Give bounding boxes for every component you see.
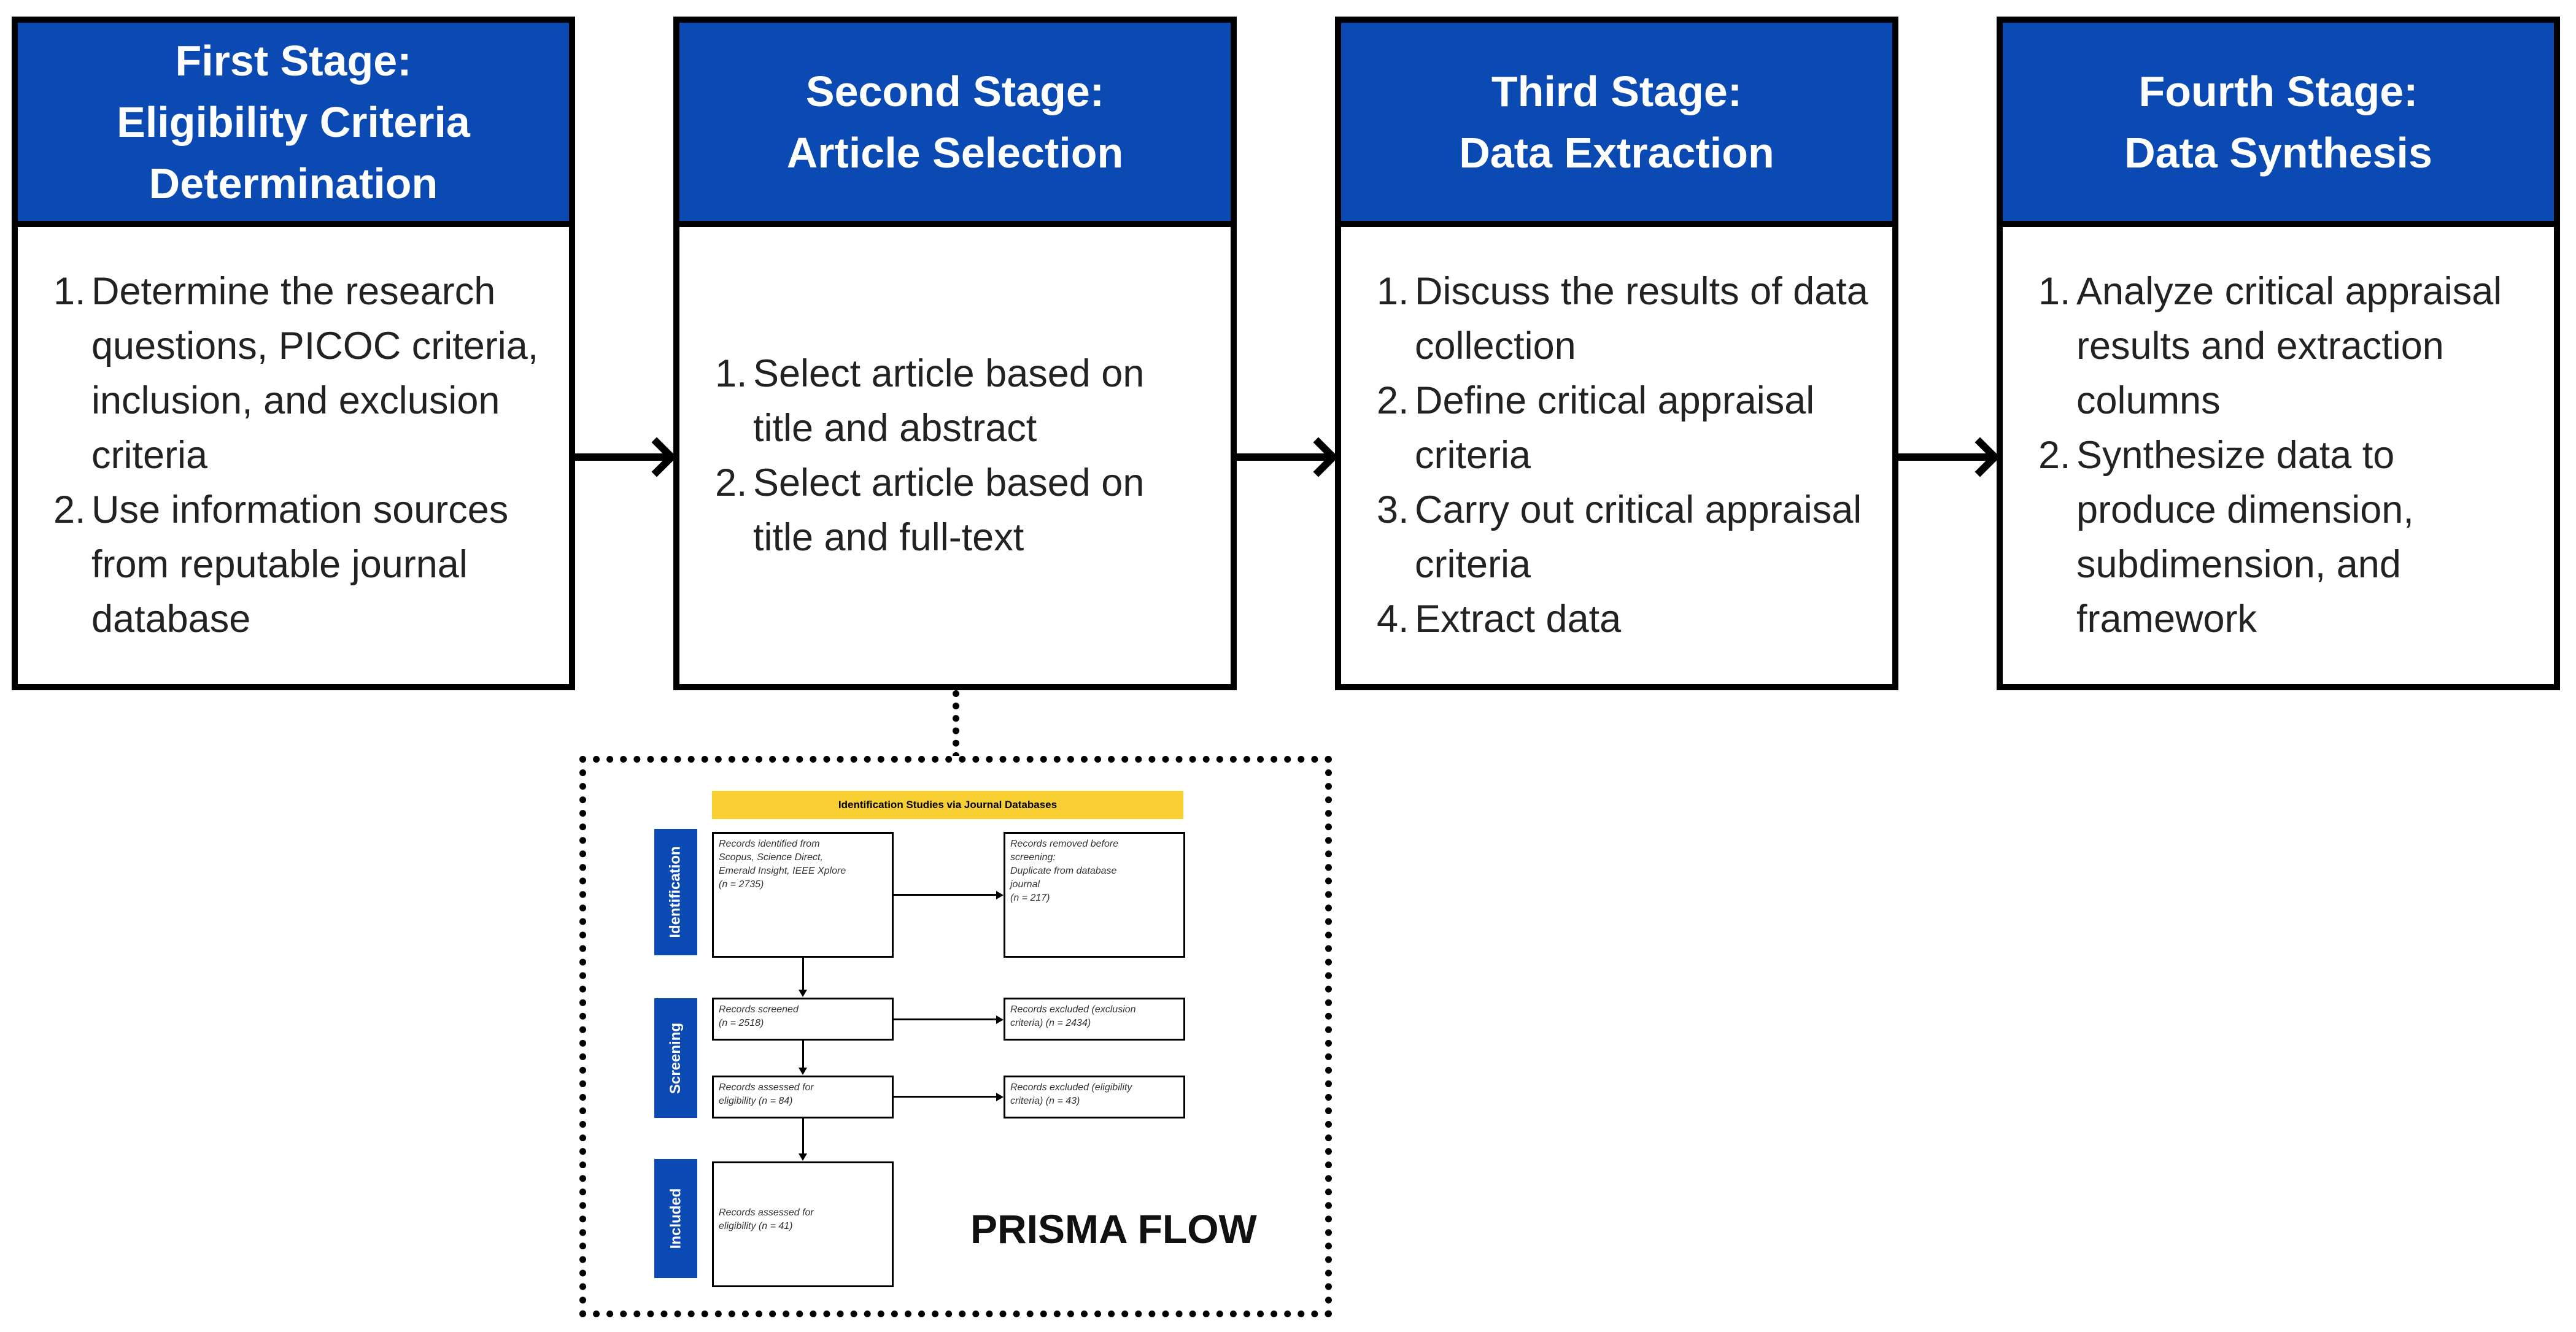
step-list: 1.Select article based on title and abst…: [715, 347, 1213, 565]
step-text: Extract data: [1415, 598, 1622, 641]
step-text: Define critical appraisal criteria: [1415, 379, 1815, 477]
dotted-connector: [953, 690, 959, 759]
stage-body: 1.Select article based on title and abst…: [679, 227, 1231, 684]
step-text: Use information sources from reputable j…: [91, 488, 509, 641]
step-item: 1.Discuss the results of data collection: [1377, 264, 1875, 374]
phase-label-identification: Identification: [654, 829, 697, 955]
prisma-banner: Identification Studies via Journal Datab…: [712, 791, 1183, 819]
arrow-right-icon: [996, 1093, 1004, 1101]
step-number: 4.: [1377, 598, 1409, 641]
stage-header: Second Stage: Article Selection: [679, 23, 1231, 227]
step-item: 2.Define critical appraisal criteria: [1377, 374, 1875, 483]
phase-text: Included: [667, 1188, 684, 1249]
stage-title: Fourth Stage: Data Synthesis: [2124, 67, 2432, 177]
step-list: 1.Analyze critical appraisal results and…: [2038, 264, 2537, 647]
step-text: Analyze critical appraisal results and e…: [2076, 270, 2502, 422]
step-number: 1.: [53, 270, 86, 313]
records-screened-box: Records screened (n = 2518): [712, 998, 894, 1041]
step-item: 1.Select article based on title and abst…: [715, 347, 1213, 456]
step-item: 1.Determine the research questions, PICO…: [53, 264, 552, 483]
step-item: 3.Carry out critical appraisal criteria: [1377, 483, 1875, 592]
phase-text: Screening: [667, 1022, 684, 1094]
arrow-down-icon: [799, 1153, 807, 1161]
stage-card-second: Second Stage: Article Selection 1.Select…: [673, 17, 1237, 690]
records-excluded-eligibility-box: Records excluded (eligibility criteria) …: [1004, 1076, 1185, 1118]
step-number: 1.: [1377, 270, 1409, 313]
records-removed-box: Records removed before screening: Duplic…: [1004, 832, 1185, 958]
records-identified-box: Records identified from Scopus, Science …: [712, 832, 894, 958]
records-excluded-exclusion-box: Records excluded (exclusion criteria) (n…: [1004, 998, 1185, 1041]
records-assessed-box: Records assessed for eligibility (n = 84…: [712, 1076, 894, 1118]
stage-header: Fourth Stage: Data Synthesis: [2003, 23, 2554, 227]
step-item: 4.Extract data: [1377, 592, 1875, 647]
connector-line: [802, 1118, 804, 1154]
connector-line: [894, 1018, 997, 1020]
connector-line: [802, 958, 804, 990]
prisma-flow-label: PRISMA FLOW: [970, 1206, 1257, 1252]
stage-title: Second Stage: Article Selection: [786, 67, 1124, 177]
stage-card-fourth: Fourth Stage: Data Synthesis 1.Analyze c…: [1997, 17, 2560, 690]
arrow-right-icon: [1237, 453, 1329, 461]
step-item: 2.Use information sources from reputable…: [53, 483, 552, 647]
step-list: 1.Discuss the results of data collection…: [1377, 264, 1875, 647]
arrow-right-icon: [996, 1015, 1004, 1024]
arrow-down-icon: [799, 990, 807, 997]
phase-label-screening: Screening: [654, 998, 697, 1118]
step-number: 2.: [2038, 434, 2071, 477]
connector-line: [802, 1041, 804, 1068]
records-included-box: Records assessed for eligibility (n = 41…: [712, 1161, 894, 1287]
step-number: 1.: [715, 352, 748, 395]
stage-title: Third Stage: Data Extraction: [1459, 67, 1774, 177]
step-item: 2.Synthesize data to produce dimension, …: [2038, 428, 2537, 647]
phase-label-included: Included: [654, 1159, 697, 1278]
stage-card-third: Third Stage: Data Extraction 1.Discuss t…: [1335, 17, 1898, 690]
arrow-right-icon: [1898, 453, 1990, 461]
prisma-flow-inset: Identification Studies via Journal Datab…: [579, 756, 1332, 1317]
stage-body: 1.Analyze critical appraisal results and…: [2003, 227, 2554, 684]
step-text: Select article based on title and full-t…: [753, 461, 1145, 559]
stage-title: First Stage: Eligibility Criteria Determ…: [117, 36, 470, 207]
stage-header: Third Stage: Data Extraction: [1341, 23, 1892, 227]
connector-line: [894, 894, 997, 896]
step-number: 3.: [1377, 488, 1409, 531]
step-item: 2.Select article based on title and full…: [715, 456, 1213, 565]
step-text: Select article based on title and abstra…: [753, 352, 1145, 450]
step-text: Carry out critical appraisal criteria: [1415, 488, 1862, 586]
phase-text: Identification: [667, 846, 684, 938]
stage-body: 1.Determine the research questions, PICO…: [18, 227, 569, 684]
arrow-down-icon: [799, 1068, 807, 1075]
step-text: Discuss the results of data collection: [1415, 270, 1868, 368]
stage-header: First Stage: Eligibility Criteria Determ…: [18, 23, 569, 227]
stage-card-first: First Stage: Eligibility Criteria Determ…: [12, 17, 575, 690]
arrow-right-icon: [996, 891, 1004, 899]
connector-line: [894, 1096, 997, 1098]
step-text: Synthesize data to produce dimension, su…: [2076, 434, 2414, 641]
step-number: 1.: [2038, 270, 2071, 313]
step-number: 2.: [1377, 379, 1409, 422]
step-number: 2.: [53, 488, 86, 531]
step-text: Determine the research questions, PICOC …: [91, 270, 539, 477]
step-number: 2.: [715, 461, 748, 504]
step-item: 1.Analyze critical appraisal results and…: [2038, 264, 2537, 428]
stage-body: 1.Discuss the results of data collection…: [1341, 227, 1892, 684]
arrow-right-icon: [575, 453, 667, 461]
step-list: 1.Determine the research questions, PICO…: [53, 264, 552, 647]
